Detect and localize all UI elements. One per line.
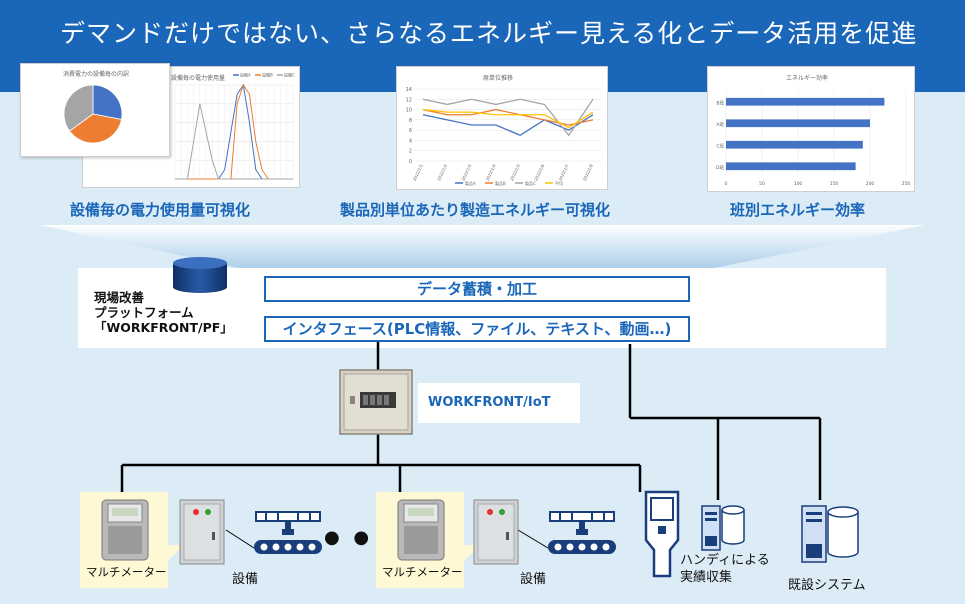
multi-meter-2: マルチメーター (376, 492, 464, 588)
iot-label: WORKFRONT/IoT (418, 383, 580, 423)
pie-slice-2 (68, 113, 122, 144)
unit-series-1-line (422, 114, 594, 137)
unit-y-tick-8: 8 (409, 118, 412, 124)
equipment-2-label: 設備 (520, 572, 547, 587)
unit-chart-title: 原単位推移 (483, 75, 514, 82)
power-line-chart-plot: 設備A 設備B 設備C (174, 72, 295, 180)
perspective-fan (40, 225, 925, 273)
platform-label-line3: 「WORKFRONT/PF」 (94, 320, 233, 335)
unit-legend-label-2: 製品B (495, 180, 506, 186)
unit-legend-label-4: 平均 (555, 180, 563, 186)
unit-series-4-line (422, 108, 594, 129)
interface-box: インタフェース(PLC情報、ファイル、テキスト、動画…) (264, 316, 690, 342)
handy-server-icon (701, 505, 745, 551)
data-storage-box: データ蓄積・加工 (264, 276, 690, 302)
efficiency-bar-3 (726, 140, 863, 149)
pie-chart-card: 消費電力の設備毎の内訳 (20, 63, 170, 157)
unit-y-tick-0: 0 (409, 159, 412, 165)
unit-y-tick-12: 12 (406, 97, 412, 103)
power-legend-label-3: 設備C (284, 72, 295, 78)
pie-chart-title: 消費電力の設備毎の内訳 (63, 71, 130, 78)
platform-label-line2: プラットフォーム (94, 305, 194, 320)
platform-label: 現場改善 プラットフォーム 「WORKFRONT/PF」 (94, 290, 233, 335)
power-series-3-line (175, 103, 293, 180)
equipment-1-label: 設備 (232, 572, 259, 587)
pie-slice-1 (92, 84, 123, 120)
unit-series-2-line (422, 108, 594, 126)
existing-system-label: 既設システム (788, 578, 866, 593)
unit-legend-label-1: 製品A (465, 180, 476, 186)
efficiency-category-4: D班 (716, 164, 724, 171)
unit-y-tick-4: 4 (409, 138, 412, 144)
efficiency-chart-card: エネルギー効率 0 50 100 150 200 250 B班 A班 C班 D班 (707, 66, 915, 192)
efficiency-category-2: A班 (716, 121, 724, 128)
efficiency-x-tick-150: 150 (830, 181, 839, 187)
existing-system-icon (801, 505, 859, 563)
efficiency-bar-4 (726, 162, 856, 171)
multi-meter-2-label: マルチメーター (382, 565, 463, 579)
handy-label: ハンディによる 実績収集 (680, 552, 770, 586)
database-icon (173, 257, 227, 293)
multi-meter-icon (397, 499, 445, 561)
multi-meter-icon (101, 499, 149, 561)
efficiency-x-tick-0: 0 (725, 181, 728, 187)
pie-slice-3 (63, 84, 94, 132)
caption-shift: 班別エネルギー効率 (730, 201, 866, 219)
efficiency-x-tick-250: 250 (902, 181, 911, 187)
pie-chart-plot (63, 84, 123, 144)
efficiency-x-tick-200: 200 (866, 181, 875, 187)
platform-label-line1: 現場改善 (94, 290, 145, 305)
unit-y-tick-2: 2 (409, 149, 412, 155)
efficiency-category-1: B班 (716, 99, 724, 106)
unit-y-tick-6: 6 (409, 128, 412, 134)
efficiency-chart-title: エネルギー効率 (786, 75, 829, 82)
efficiency-x-tick-100: 100 (794, 181, 803, 187)
power-legend-label-1: 設備A (240, 72, 251, 78)
control-panel-icon (473, 499, 519, 565)
handy-label-line1: ハンディによる (680, 553, 770, 568)
control-panel-icon (179, 499, 225, 565)
caption-power: 設備毎の電力使用量可視化 (70, 201, 251, 219)
handy-label-line2: 実績収集 (680, 570, 733, 585)
conveyor-icon (548, 511, 616, 554)
power-line-chart-title: 設備毎の電力使用量 (171, 75, 226, 82)
caption-product: 製品別単位あたり製造エネルギー可視化 (340, 201, 611, 219)
unit-series-3-line (422, 98, 594, 137)
efficiency-bar-1 (726, 97, 885, 106)
unit-y-tick-14: 14 (406, 87, 412, 93)
efficiency-chart-plot: 0 50 100 150 200 250 B班 A班 C班 D班 (716, 91, 911, 187)
banner-title: デマンドだけではない、さらなるエネルギー見える化とデータ活用を促進 (60, 19, 918, 48)
unit-y-tick-10: 10 (406, 108, 412, 114)
efficiency-bar-2 (726, 119, 870, 128)
multi-meter-1-label: マルチメーター (86, 565, 167, 579)
handy-terminal-icon (644, 490, 680, 578)
unit-legend-label-3: 製品C (525, 180, 536, 186)
iot-box-icon (339, 369, 413, 435)
efficiency-category-3: C班 (716, 142, 724, 149)
multi-meter-1: マルチメーター (80, 492, 168, 588)
conveyor-icon (254, 511, 322, 554)
efficiency-x-tick-50: 50 (759, 181, 765, 187)
power-legend-label-2: 設備B (262, 72, 273, 78)
